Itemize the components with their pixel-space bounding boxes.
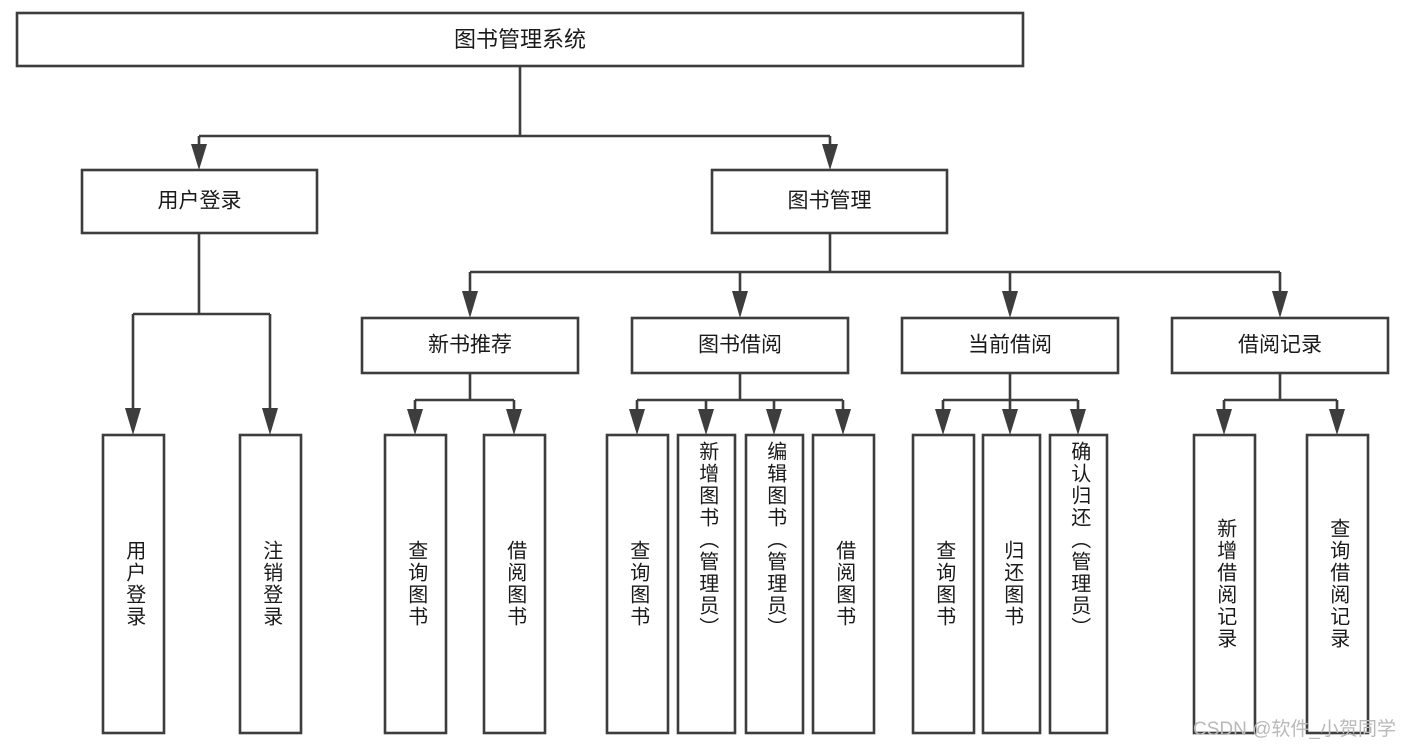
node-new-book-recommend-label: 新书推荐 xyxy=(428,334,512,357)
node-leaf-query-book-2-box[interactable] xyxy=(605,433,670,735)
node-borrow-record-box[interactable] xyxy=(1170,316,1390,375)
node-leaf-add-record-box[interactable] xyxy=(1192,433,1257,735)
node-root-label: 图书管理系统 xyxy=(454,27,586,52)
node-user-login[interactable]: 用户登录 xyxy=(80,168,319,235)
arrow-head-leaf-query-book-1 xyxy=(407,409,423,435)
node-leaf-confirm-return-box[interactable] xyxy=(1048,433,1109,735)
node-leaf-borrow-book-1-box[interactable] xyxy=(482,433,547,735)
node-book-borrow[interactable]: 图书借阅 xyxy=(630,316,850,375)
arrow-head-leaf-query-book-2 xyxy=(629,409,645,435)
node-leaf-edit-book-box[interactable] xyxy=(744,433,805,735)
arrow-head-book-borrow xyxy=(732,291,748,318)
arrow-head-leaf-add-book xyxy=(698,409,714,435)
node-leaf-query-book-3-box[interactable] xyxy=(911,433,976,735)
node-book-borrow-box[interactable] xyxy=(630,316,850,375)
node-new-book-recommend[interactable]: 新书推荐 xyxy=(360,316,580,375)
node-book-borrow-label: 图书借阅 xyxy=(698,334,782,357)
arrow-head-leaf-return-book xyxy=(1002,409,1018,435)
connector-group-book-borrow xyxy=(629,373,851,435)
node-book-management-label: 图书管理 xyxy=(788,190,872,213)
node-user-login-label: 用户登录 xyxy=(158,190,242,213)
arrow-head-leaf-user-login xyxy=(125,408,141,435)
connector-group-root xyxy=(191,66,838,170)
connector-group-borrow-record xyxy=(1216,373,1345,435)
connector-group-book-management xyxy=(462,233,1288,318)
node-user-login-box[interactable] xyxy=(80,168,319,235)
node-root[interactable]: 图书管理系统 xyxy=(15,11,1025,68)
connector-group-new-book-recommend xyxy=(407,373,522,435)
node-borrow-record[interactable]: 借阅记录 xyxy=(1170,316,1390,375)
arrow-head-leaf-borrow-book-1 xyxy=(506,409,522,435)
arrow-head-user-login xyxy=(191,144,207,170)
arrow-head-leaf-user-logout xyxy=(262,408,278,435)
node-root-box[interactable] xyxy=(15,11,1025,68)
arrow-head-leaf-query-book-3 xyxy=(935,409,951,435)
node-current-borrow[interactable]: 当前借阅 xyxy=(900,316,1120,375)
node-current-borrow-label: 当前借阅 xyxy=(968,334,1052,357)
node-leaf-add-book-box[interactable] xyxy=(676,433,737,735)
connector-group-user-login xyxy=(125,233,278,435)
node-borrow-record-label: 借阅记录 xyxy=(1238,334,1322,357)
arrow-head-new-book-recommend xyxy=(462,291,478,318)
arrow-head-leaf-query-record xyxy=(1329,409,1345,435)
arrow-head-leaf-edit-book xyxy=(766,409,782,435)
connector-group-current-borrow xyxy=(935,373,1086,435)
arrow-head-leaf-borrow-book-2 xyxy=(835,409,851,435)
arrow-head-book-management xyxy=(822,144,838,170)
arrow-head-leaf-add-record xyxy=(1216,409,1232,435)
arrow-head-current-borrow xyxy=(1002,291,1018,318)
node-leaf-user-logout-box[interactable] xyxy=(238,433,303,735)
node-current-borrow-box[interactable] xyxy=(900,316,1120,375)
node-leaf-query-record-box[interactable] xyxy=(1305,433,1370,735)
node-leaf-user-login-box[interactable] xyxy=(101,433,166,735)
node-book-management-box[interactable] xyxy=(710,168,949,235)
arrow-head-borrow-record xyxy=(1272,291,1288,318)
node-book-management[interactable]: 图书管理 xyxy=(710,168,949,235)
node-new-book-recommend-box[interactable] xyxy=(360,316,580,375)
node-leaf-borrow-book-2-box[interactable] xyxy=(811,433,876,735)
node-leaf-query-book-1-box[interactable] xyxy=(383,433,448,735)
arrow-head-leaf-confirm-return xyxy=(1070,409,1086,435)
node-leaf-return-book-box[interactable] xyxy=(981,433,1042,735)
